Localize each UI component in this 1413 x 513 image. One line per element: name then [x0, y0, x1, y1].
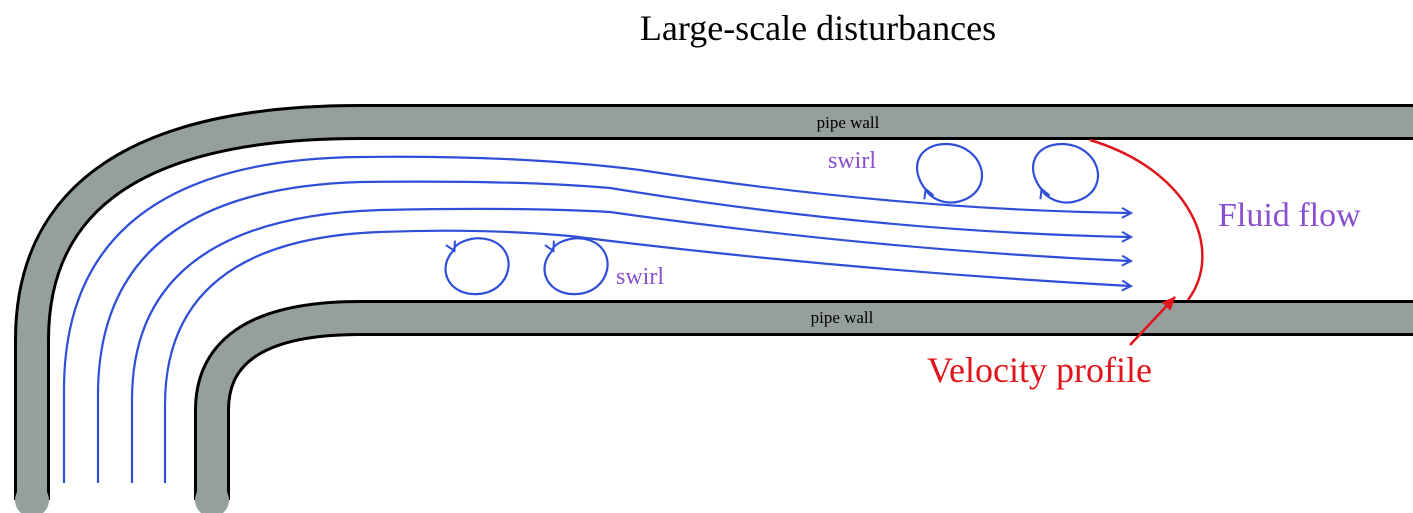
- streamline-4: [163, 229, 1130, 483]
- diagram-title: Large-scale disturbances: [640, 8, 996, 48]
- swirl-label-upper: swirl: [828, 148, 876, 174]
- swirl-icon: [916, 142, 984, 204]
- pipe-wall-bottom-label: pipe wall: [811, 308, 874, 327]
- fluid-flow-label: Fluid flow: [1218, 197, 1361, 234]
- pipe-wall-outer: [14, 104, 1413, 513]
- streamline-2: [96, 180, 1130, 483]
- swirl-icon: [543, 237, 609, 296]
- swirl-icon: [444, 237, 510, 296]
- swirl-label-lower: swirl: [616, 264, 664, 290]
- pipe-wall-inner: [194, 300, 1413, 513]
- swirl-icon: [1032, 142, 1100, 204]
- streamlines: [62, 155, 1130, 483]
- velocity-profile-label: Velocity profile: [927, 350, 1152, 390]
- velocity-profile-curve: [1089, 138, 1204, 301]
- swirls-lower: [444, 237, 609, 296]
- pipe-wall-top-label: pipe wall: [817, 113, 880, 132]
- streamline-3: [130, 207, 1130, 483]
- velocity-profile-arrow: [1129, 296, 1176, 346]
- streamline-1: [62, 155, 1130, 483]
- swirls-upper: [916, 142, 1100, 204]
